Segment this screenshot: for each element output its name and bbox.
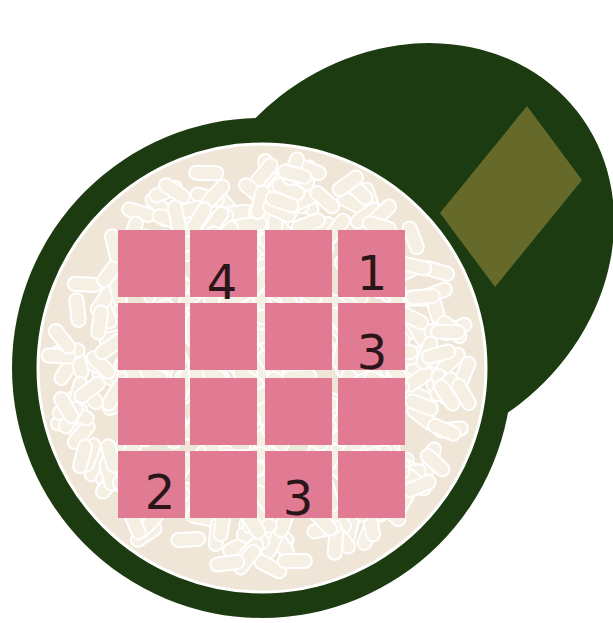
grid-cell [190,378,257,445]
clue-number: 3 [283,474,314,522]
rice-grain [278,554,312,568]
rice-grain [276,163,312,185]
rice-grain [420,343,456,365]
rice-grain [46,321,78,356]
nori-roll [12,0,613,618]
grid-cell [190,451,257,518]
rice-grain [405,289,440,305]
rice-grain [167,199,187,235]
rice-grain [189,166,223,181]
grid-cell [118,303,185,370]
roll-body [103,0,613,542]
rice-grain [330,168,366,199]
rice-grain [210,554,246,572]
grid-cell [265,230,332,297]
grid-cell [190,303,257,370]
rice-grain [403,392,440,417]
rice-grains [41,150,478,580]
rice-grain [171,532,206,548]
nori-edge [12,118,512,618]
rice-grain [426,417,463,443]
rice-grain [72,438,94,474]
rice-grain [264,190,301,215]
rice-grain [90,305,109,341]
rice-grain [449,376,478,412]
clue-number: 2 [145,468,176,516]
grid-cell [265,303,332,370]
grid-cell [338,378,405,445]
grid-cell [265,378,332,445]
grid-cell [118,230,185,297]
grid-cell [338,451,405,518]
rice-disc [38,144,486,592]
rice-grain [72,374,108,406]
grid-cell [338,230,405,297]
puzzle-grid [118,230,405,518]
filling-strip [440,106,582,287]
clue-number: 3 [357,328,388,376]
clue-number: 1 [357,249,388,297]
grid-cell [118,378,185,445]
rice-grain [69,292,87,327]
grid-cell [118,451,185,518]
clue-number: 4 [207,258,238,306]
rice-grain [431,325,465,339]
